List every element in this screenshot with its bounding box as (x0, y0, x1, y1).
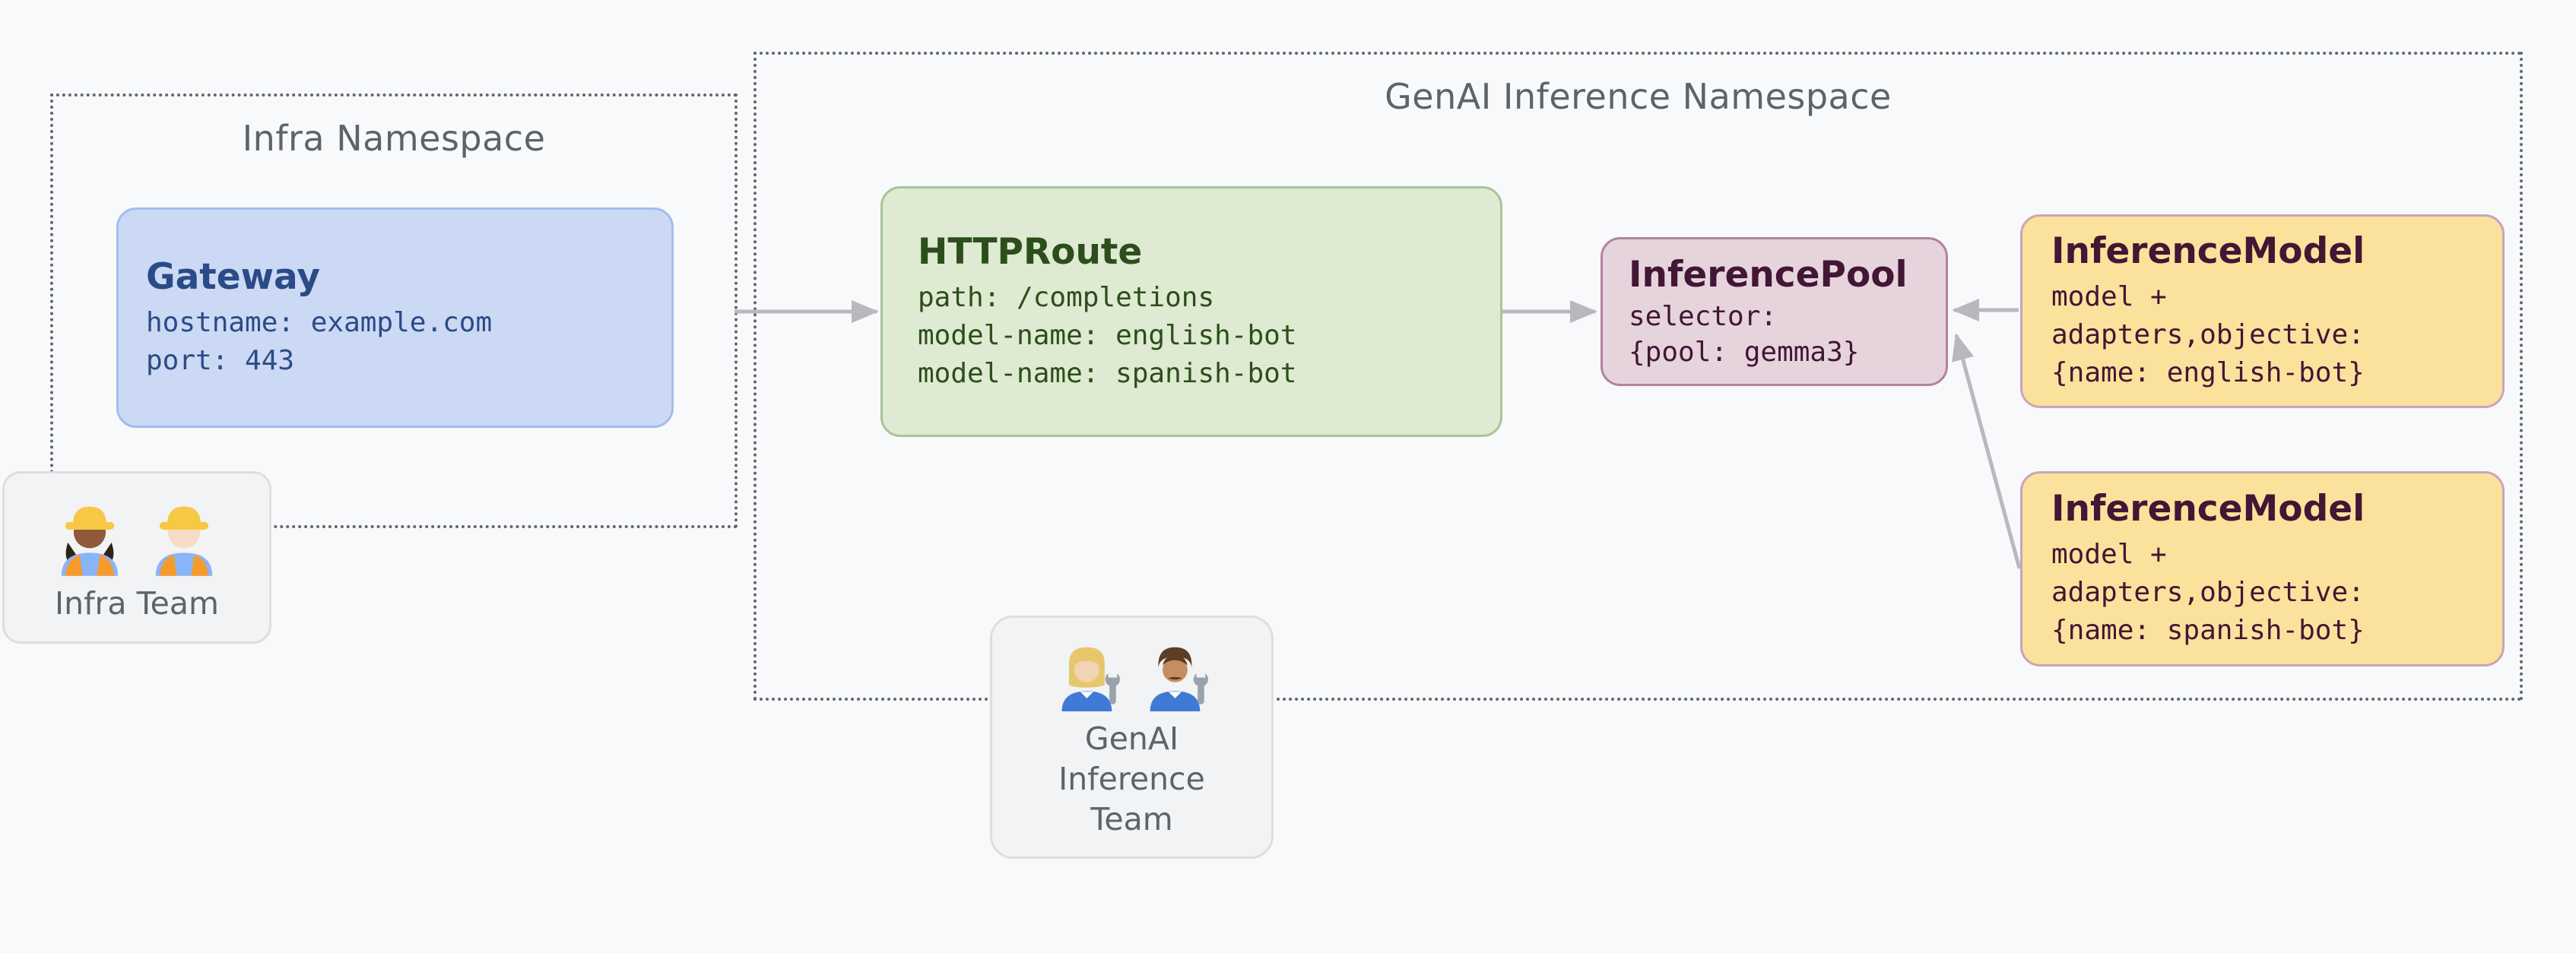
inferencemodel-spanish-model-line: model + (2051, 539, 2167, 570)
httproute-model-spanish-line: model-name: spanish-bot (918, 357, 1297, 389)
infra-team-emojis (49, 491, 225, 576)
genai-team-label: GenAI Inference Team (1058, 719, 1205, 840)
genai-team-label-line1: GenAI (1084, 720, 1179, 757)
inferencepool-selector-line: selector: (1629, 300, 1778, 332)
genai-team-label-line2: Inference (1058, 760, 1205, 797)
construction-worker-woman-emoji (61, 506, 119, 576)
inferencepool-node-title: InferencePool (1629, 253, 1908, 296)
genai-team-emojis (1050, 635, 1214, 711)
httproute-node: HTTPRoute path: /completions model-name:… (880, 186, 1502, 437)
gateway-port-line: port: 443 (146, 344, 295, 376)
woman-mechanic-emoji (1061, 647, 1120, 711)
construction-worker-man-emoji (155, 506, 213, 576)
httproute-node-title: HTTPRoute (918, 230, 1143, 273)
inferencepool-pool-line: {pool: gemma3} (1629, 336, 1860, 368)
inferencemodel-spanish-title: InferenceModel (2051, 488, 2365, 530)
inferencemodel-spanish-name-line: {name: spanish-bot} (2051, 615, 2365, 646)
httproute-path-line: path: /completions (918, 281, 1215, 313)
infra-namespace-box: Infra Namespace (50, 93, 738, 528)
inferencemodel-spanish-adapters-line: adapters,objective: (2051, 577, 2365, 608)
gateway-hostname-line: hostname: example.com (146, 306, 493, 338)
infra-team-label: Infra Team (55, 585, 219, 622)
inferencemodel-english-node: InferenceModel model + adapters,objectiv… (2020, 214, 2505, 408)
genai-inference-namespace-box: GenAI Inference Namespace (753, 52, 2523, 701)
inferencemodel-spanish-node: InferenceModel model + adapters,objectiv… (2020, 471, 2505, 666)
httproute-model-english-line: model-name: english-bot (918, 319, 1297, 351)
man-mechanic-emoji (1150, 647, 1208, 711)
genai-inference-team-card: GenAI Inference Team (990, 616, 1274, 859)
inferencepool-node: InferencePool selector: {pool: gemma3} (1600, 237, 1948, 386)
genai-team-label-line3: Team (1090, 800, 1173, 837)
infra-namespace-title: Infra Namespace (242, 118, 546, 159)
inferencemodel-english-adapters-line: adapters,objective: (2051, 319, 2365, 350)
gateway-node: Gateway hostname: example.com port: 443 (116, 207, 674, 428)
infra-team-card: Infra Team (2, 471, 271, 644)
gateway-node-title: Gateway (146, 255, 320, 298)
inferencemodel-english-title: InferenceModel (2051, 230, 2365, 272)
inferencemodel-english-name-line: {name: english-bot} (2051, 357, 2365, 388)
genai-inference-namespace-title: GenAI Inference Namespace (1385, 76, 1892, 117)
inferencemodel-english-model-line: model + (2051, 281, 2167, 312)
